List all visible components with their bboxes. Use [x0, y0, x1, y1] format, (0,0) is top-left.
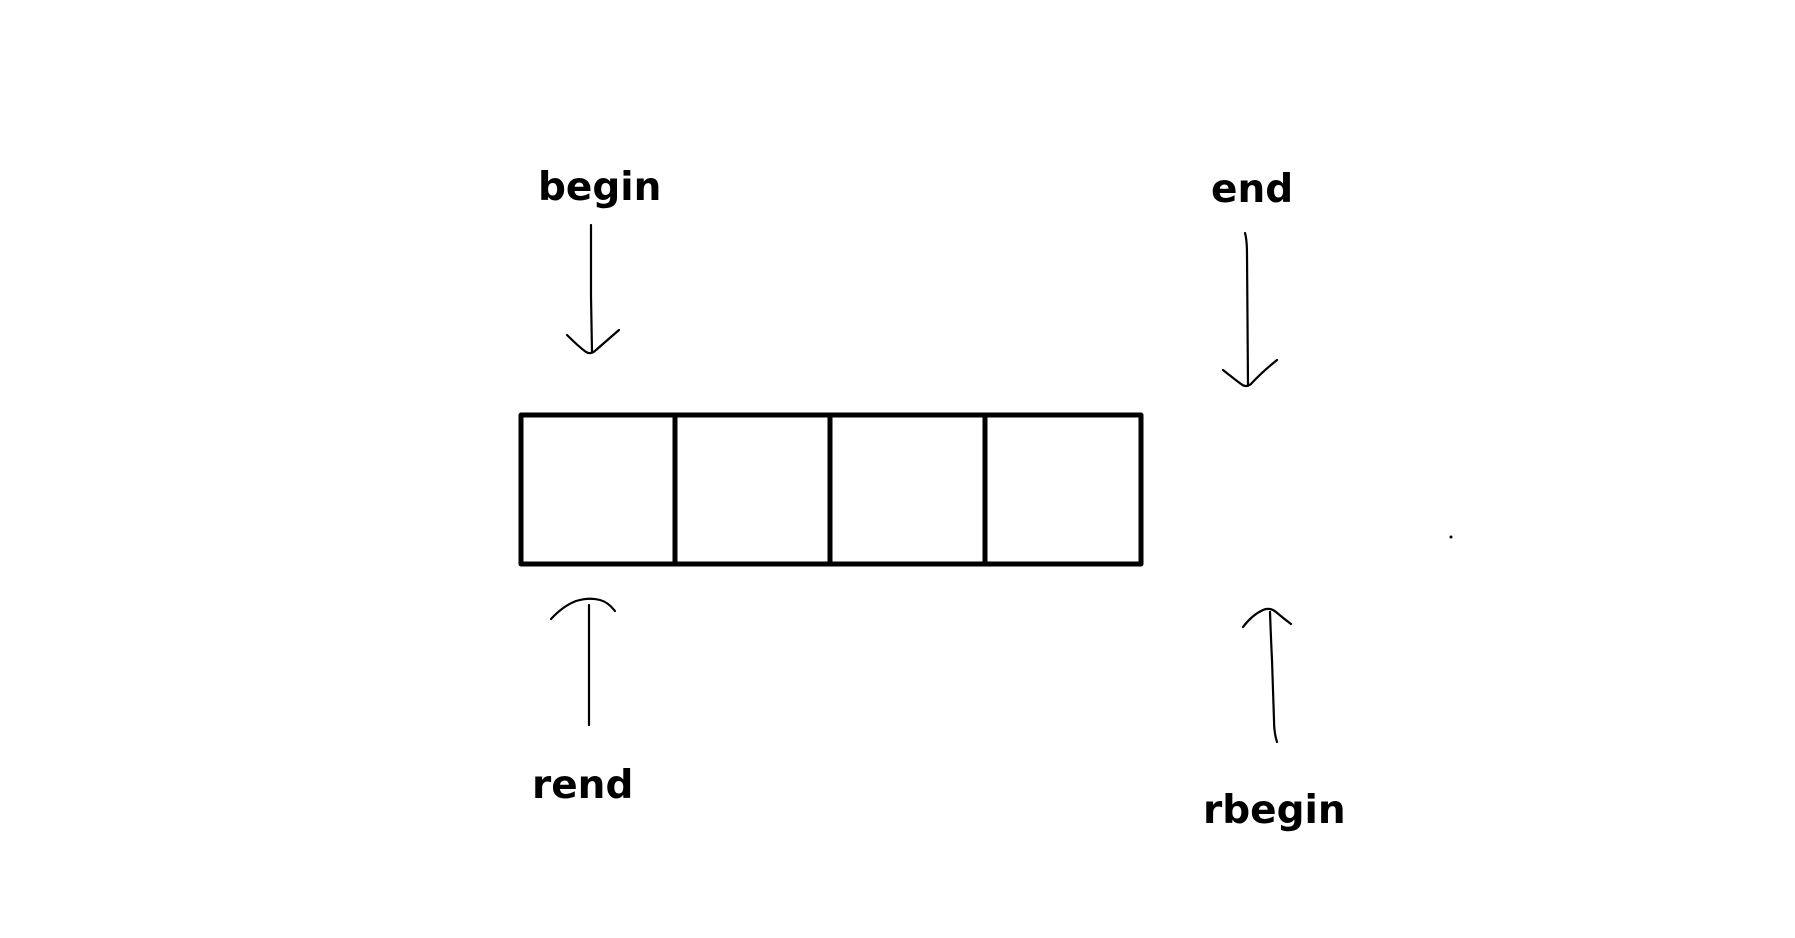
begin-label: begin: [538, 165, 662, 210]
rbegin-arrow: [1241, 607, 1293, 744]
begin-arrow: [565, 223, 621, 355]
array-cell-1: [518, 412, 678, 567]
stray-dot: [1449, 535, 1453, 539]
rend-arrow: [549, 597, 617, 727]
array-cell-2: [672, 412, 833, 567]
end-arrow: [1221, 231, 1279, 388]
rbegin-label: rbegin: [1203, 788, 1346, 833]
end-label: end: [1211, 167, 1294, 212]
array-box: [518, 412, 1144, 567]
array-cell-3: [827, 412, 988, 567]
rend-label: rend: [532, 763, 634, 808]
array-cell-4: [982, 412, 1144, 567]
